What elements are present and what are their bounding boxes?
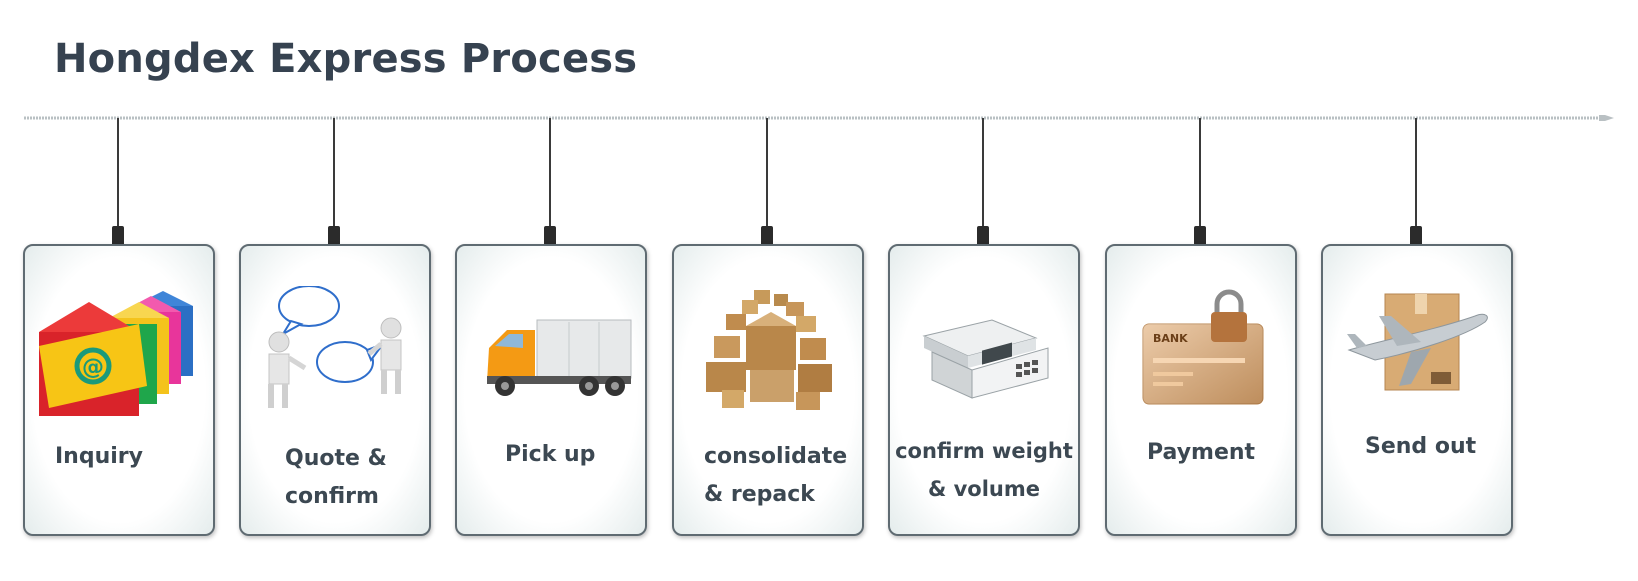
step-quote-confirm: Quote & confirm (239, 118, 431, 538)
step-confirm-weight-volume: confirm weight & volume (888, 118, 1080, 538)
step-card: @ Inquiry (23, 244, 215, 536)
step-label-line1: Pick up (505, 442, 596, 467)
weighing-scale-icon (922, 319, 1049, 399)
step-label-line2: & volume (927, 477, 1040, 501)
step-label: Payment (1147, 434, 1315, 472)
step-label-line2: confirm (285, 484, 379, 509)
hanging-string (982, 118, 984, 228)
step-label-line2: & repack (704, 482, 815, 507)
page-title: Hongdex Express Process (54, 36, 638, 82)
step-card: Quote & confirm (239, 244, 431, 536)
step-label-line1: Inquiry (55, 444, 143, 469)
step-label: Quote & confirm (285, 440, 453, 516)
step-label: consolidate & repack (704, 438, 872, 514)
step-card: Pick up (455, 244, 647, 536)
hanging-string (766, 118, 768, 228)
bank-card-lock-icon: BANK (1142, 289, 1264, 405)
step-consolidate-repack: consolidate & repack (672, 118, 864, 538)
step-card: Send out (1321, 244, 1513, 536)
email-envelopes-icon: @ (39, 291, 193, 416)
people-chat-icon (268, 286, 402, 408)
hanging-string (549, 118, 551, 228)
svg-text:@: @ (82, 355, 104, 380)
hanging-string (117, 118, 119, 228)
timeline-arrow (24, 115, 1614, 121)
step-label: confirm weight & volume (892, 432, 1076, 508)
step-payment: BANK Payment (1105, 118, 1297, 538)
step-card: confirm weight & volume (888, 244, 1080, 536)
airplane-package-icon (1347, 293, 1488, 391)
step-card: BANK Payment (1105, 244, 1297, 536)
step-card: consolidate & repack (672, 244, 864, 536)
step-inquiry: @ Inquiry (23, 118, 215, 538)
step-label: Inquiry (55, 438, 223, 476)
hanging-string (1415, 118, 1417, 228)
step-label: Pick up (505, 436, 673, 474)
step-send-out: Send out (1321, 118, 1513, 538)
step-label-line1: Quote & (285, 446, 387, 471)
step-pick-up: Pick up (455, 118, 647, 538)
step-label-line1: Send out (1365, 434, 1477, 459)
step-label-line1: Payment (1147, 440, 1256, 465)
hanging-string (333, 118, 335, 228)
step-label: Send out (1365, 428, 1533, 466)
delivery-truck-icon (487, 319, 632, 396)
step-label-line1: consolidate (704, 444, 848, 469)
step-label-line1: confirm weight (895, 439, 1073, 463)
svg-text:BANK: BANK (1153, 332, 1188, 345)
cardboard-boxes-icon (706, 290, 832, 410)
hanging-string (1199, 118, 1201, 228)
